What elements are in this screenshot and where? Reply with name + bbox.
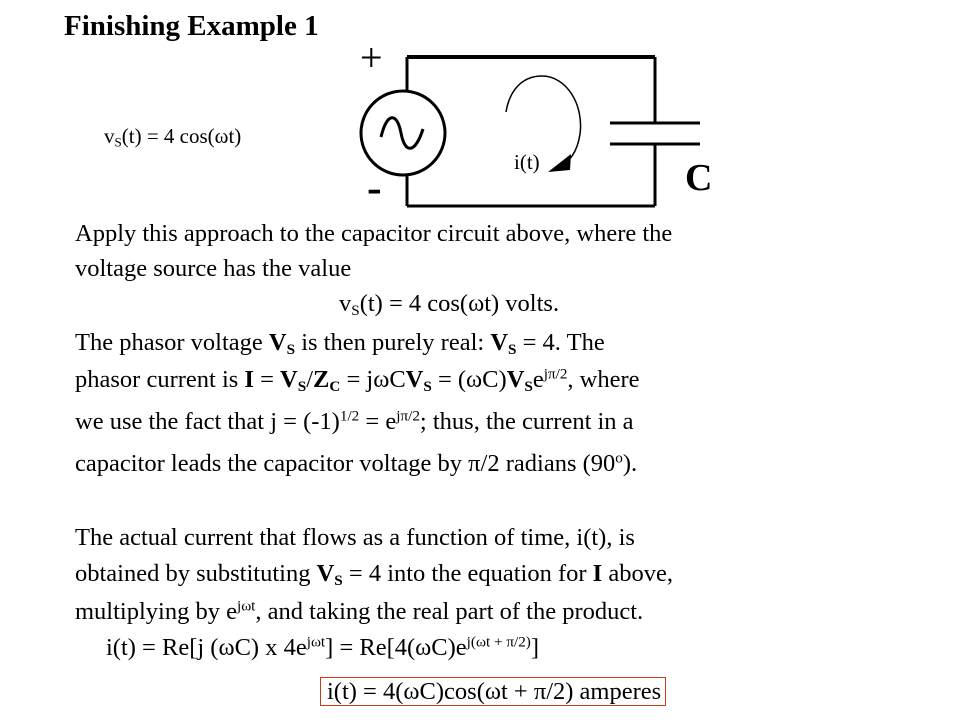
- source-voltage-label: vS(t) = 4 cos(ωt): [104, 124, 242, 150]
- equation-line-1: i(t) = Re[j (ωC) x 4ejωt] = Re[4(ωC)ej(ω…: [106, 633, 540, 661]
- text-line-9: obtained by substituting VS = 4 into the…: [75, 560, 673, 589]
- text-line-7: capacitor leads the capacitor voltage by…: [75, 449, 638, 477]
- text-line-3: vS(t) = 4 cos(ωt) volts.: [339, 290, 560, 319]
- arrowhead-icon: [548, 154, 571, 172]
- text-line-2: voltage source has the value: [75, 255, 352, 282]
- text-line-8: The actual current that flows as a funct…: [75, 524, 635, 551]
- result-box: i(t) = 4(ωC)cos(ωt + π/2) amperes: [320, 677, 667, 706]
- sine-wave-icon: [379, 116, 425, 150]
- text-line-1: Apply this approach to the capacitor cir…: [75, 220, 673, 247]
- current-loop-arrow: [505, 75, 582, 169]
- text-line-5: phasor current is I = VS/ZC = jωCVS = (ω…: [75, 365, 640, 395]
- ac-source-symbol: [359, 89, 447, 177]
- plus-terminal-sign: +: [360, 35, 383, 80]
- text-line-6: we use the fact that j = (-1)1/2 = ejπ/2…: [75, 407, 634, 435]
- text-line-4: The phasor voltage VS is then purely rea…: [75, 329, 605, 358]
- minus-terminal-sign: -: [367, 163, 382, 212]
- capacitor-label: C: [685, 157, 713, 199]
- current-label: i(t): [514, 150, 540, 174]
- text-line-10: multiplying by ejωt, and taking the real…: [75, 597, 644, 625]
- result-equation: i(t) = 4(ωC)cos(ωt + π/2) amperes: [320, 676, 667, 707]
- slide-title: Finishing Example 1: [64, 10, 319, 42]
